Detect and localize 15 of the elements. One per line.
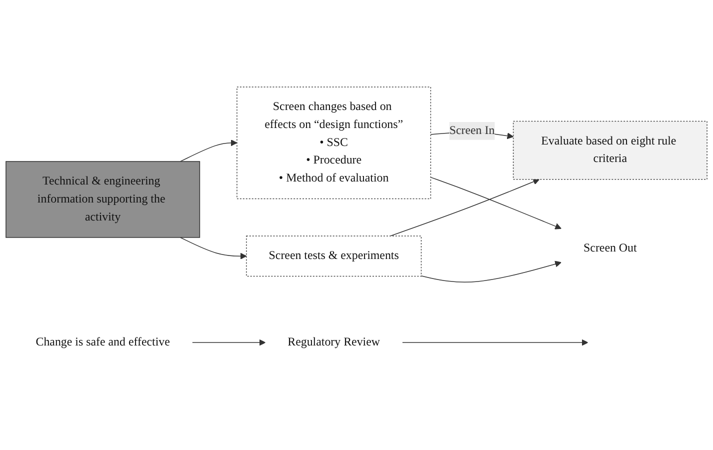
node-box: Screen changes based on effects on “design functions” • SSC • Procedure • Method of evaluation [236, 86, 432, 200]
arrow [420, 261, 562, 283]
arrow [390, 178, 540, 237]
arrow [180, 140, 238, 162]
arrow [192, 339, 266, 346]
edge-label: Screen In [449, 124, 495, 138]
node-text: Screen Out [584, 242, 637, 255]
arrow [180, 237, 247, 260]
node-text: Change is safe and effective [36, 336, 170, 349]
node-box: Screen tests & experiments [246, 236, 422, 277]
node-box: Technical & engineering information supporting the activity [6, 161, 200, 238]
arrow [430, 177, 562, 230]
node-text: Regulatory Review [288, 336, 380, 349]
arrow [402, 339, 588, 346]
node-box: Evaluate based on eight rule criteria [512, 121, 708, 180]
